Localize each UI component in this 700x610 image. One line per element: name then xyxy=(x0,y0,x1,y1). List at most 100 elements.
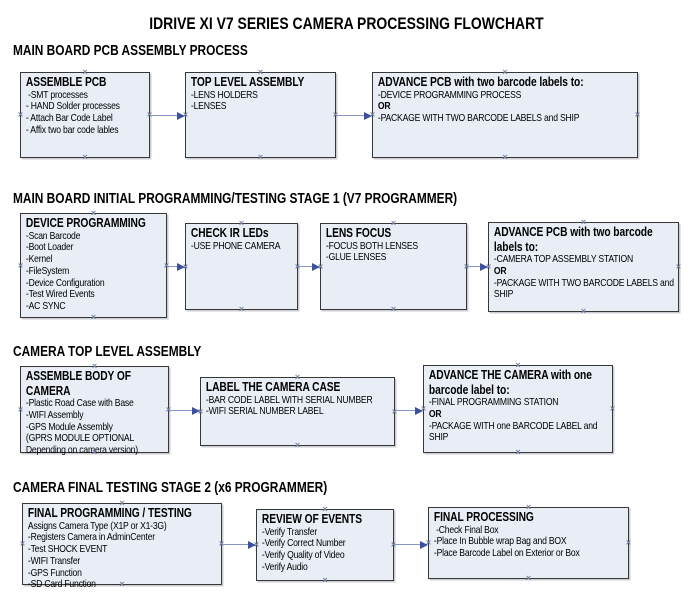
box-title: TOP LEVEL ASSEMBLY xyxy=(190,75,305,89)
box-item: -SD Card Function xyxy=(27,578,96,591)
box-item: -WIFI SERIAL NUMBER LABEL xyxy=(205,405,324,418)
flow-box-final-programming-testing: FINAL PROGRAMMING / TESTING Assigns Came… xyxy=(20,499,224,591)
flow-arrow xyxy=(467,262,488,271)
arrow-head-icon xyxy=(312,262,320,271)
box-item: -AC SYNC xyxy=(25,300,66,313)
box-item: -Verify Quality of Video xyxy=(261,549,345,562)
box-title: REVIEW OF EVENTS xyxy=(261,512,362,526)
box-title: FINAL PROGRAMMING / TESTING xyxy=(27,506,192,520)
box-title: LABEL THE CAMERA CASE xyxy=(205,380,341,394)
box-item: -Test SHOCK EVENT xyxy=(27,543,108,556)
flow-arrow xyxy=(298,262,320,271)
arrow-line xyxy=(395,410,418,411)
box-item: -SMT processes xyxy=(25,88,88,101)
flow-box-assemble-pcb: ASSEMBLE PCB -SMT processes - HAND Solde… xyxy=(18,68,152,162)
box-item: -Check Final Box xyxy=(433,523,499,536)
box-item: -PACKAGE WITH one BARCODE LABEL and SHIP xyxy=(428,419,600,444)
box-title: ASSEMBLE PCB xyxy=(25,75,107,89)
box-item: -GPS Function xyxy=(27,566,82,579)
box-item: -DEVICE PROGRAMMING PROCESS xyxy=(377,88,522,101)
arrow-head-icon xyxy=(415,406,423,415)
page-title: IDRIVE XI V7 SERIES CAMERA PROCESSING FL… xyxy=(149,14,544,33)
box-item: (GPRS MODULE OPTIONAL xyxy=(25,432,135,445)
box-item: -FileSystem xyxy=(25,264,70,277)
box-item: -GPS Module Assembly xyxy=(25,420,113,433)
flow-box-advance-camera-one-label: ADVANCE THE CAMERA with one barcode labe… xyxy=(421,361,615,457)
box-item: -Boot Loader xyxy=(25,241,74,254)
box-item: OR xyxy=(428,407,442,420)
arrow-line xyxy=(336,115,367,116)
section-heading-camera-top-assembly: CAMERA TOP LEVEL ASSEMBLY xyxy=(13,344,202,360)
flow-box-lens-focus: LENS FOCUS -FOCUS BOTH LENSES -GLUE LENS… xyxy=(318,219,469,314)
section-heading-final-testing-stage2: CAMERA FINAL TESTING STAGE 2 (x6 PROGRAM… xyxy=(13,480,328,496)
box-title: FINAL PROCESSING xyxy=(433,510,534,524)
flow-arrow xyxy=(222,540,256,549)
box-item: -LENS HOLDERS xyxy=(190,88,258,101)
flow-box-final-processing: FINAL PROCESSING -Check Final Box -Place… xyxy=(426,503,631,583)
box-item: -Kernel xyxy=(25,253,53,266)
section-heading-pcb-assembly: MAIN BOARD PCB ASSEMBLY PROCESS xyxy=(13,43,248,59)
box-title: ADVANCE THE CAMERA with one barcode labe… xyxy=(428,368,592,397)
box-item: -Scan Barcode xyxy=(25,229,81,242)
box-item: Depending on camera version) xyxy=(25,444,138,457)
box-item: Assigns Camera Type (X1P or X1-3G) xyxy=(27,519,167,532)
box-item: -Verify Transfer xyxy=(261,525,318,538)
flow-box-label-camera-case: LABEL THE CAMERA CASE -BAR CODE LABEL WI… xyxy=(198,373,397,450)
arrow-head-icon xyxy=(177,262,185,271)
arrow-head-icon xyxy=(480,262,488,271)
box-title: CHECK IR LEDs xyxy=(190,226,269,240)
arrow-line xyxy=(467,266,483,267)
box-item: -PACKAGE WITH TWO BARCODE LABELS and SHI… xyxy=(377,112,580,125)
box-item: - Attach Bar Code Label xyxy=(25,112,113,125)
flow-box-advance-pcb-two-labels-stage1: ADVANCE PCB with two barcode labels to: … xyxy=(486,218,681,316)
flow-arrow xyxy=(394,540,428,549)
box-item: -WIFI Transfer xyxy=(27,554,81,567)
arrow-line xyxy=(222,544,251,545)
section-heading-programming-stage1: MAIN BOARD INITIAL PROGRAMMING/TESTING S… xyxy=(13,191,458,207)
flow-box-device-programming: DEVICE PROGRAMMING -Scan Barcode -Boot L… xyxy=(18,209,169,322)
flow-box-top-level-assembly: TOP LEVEL ASSEMBLY -LENS HOLDERS -LENSES… xyxy=(183,68,338,162)
arrow-line xyxy=(298,266,315,267)
box-item: - HAND Solder processes xyxy=(25,100,120,113)
box-title: ADVANCE PCB with two barcode labels to: xyxy=(377,75,584,89)
box-title: ADVANCE PCB with two barcode labels to: xyxy=(493,225,653,254)
box-item: -Place In Bubble wrap Bag and BOX xyxy=(433,535,567,548)
flow-arrow xyxy=(167,262,185,271)
box-item: - Affix two bar code lables xyxy=(25,123,119,136)
arrow-line xyxy=(150,115,180,116)
arrow-head-icon xyxy=(177,111,185,120)
box-item: -USE PHONE CAMERA xyxy=(190,239,281,252)
box-item: -FINAL PROGRAMMING STATION xyxy=(428,396,559,408)
arrow-head-icon xyxy=(364,111,372,120)
box-item: OR xyxy=(493,264,507,277)
box-item: -CAMERA TOP ASSEMBLY STATION xyxy=(493,253,633,265)
box-item: -FOCUS BOTH LENSES xyxy=(325,239,418,252)
box-title: LENS FOCUS xyxy=(325,226,392,240)
flow-box-advance-pcb-two-labels: ADVANCE PCB with two barcode labels to: … xyxy=(370,68,640,162)
flow-box-review-of-events: REVIEW OF EVENTS -Verify Transfer -Verif… xyxy=(254,505,396,585)
flow-arrow xyxy=(169,406,200,415)
box-title: DEVICE PROGRAMMING xyxy=(25,216,146,230)
arrow-line xyxy=(394,544,423,545)
flow-box-assemble-body: ASSEMBLE BODY OF CAMERA -Plastic Road Ca… xyxy=(18,362,171,457)
box-item: -Plastic Road Case with Base xyxy=(25,397,134,409)
flow-arrow xyxy=(150,111,185,120)
flow-arrow xyxy=(395,406,423,415)
box-item: -WIFI Assembly xyxy=(25,408,84,421)
box-item: -LENSES xyxy=(190,100,227,113)
box-item: -Test Wired Events xyxy=(25,288,95,301)
box-item: -Place Barcode Label on Exterior or Box xyxy=(433,547,580,560)
arrow-line xyxy=(169,410,195,411)
box-item: -PACKAGE WITH TWO BARCODE LABELS and SHI… xyxy=(493,276,676,301)
box-item: OR xyxy=(377,100,391,113)
arrow-head-icon xyxy=(420,540,428,549)
box-item: -Device Configuration xyxy=(25,276,105,289)
box-item: -Verify Audio xyxy=(261,560,308,573)
box-item: -BAR CODE LABEL WITH SERIAL NUMBER xyxy=(205,393,373,406)
box-title: ASSEMBLE BODY OF CAMERA xyxy=(25,369,131,398)
arrow-head-icon xyxy=(192,406,200,415)
arrow-head-icon xyxy=(248,540,256,549)
arrow-line xyxy=(167,266,180,267)
box-item: -GLUE LENSES xyxy=(325,251,387,264)
